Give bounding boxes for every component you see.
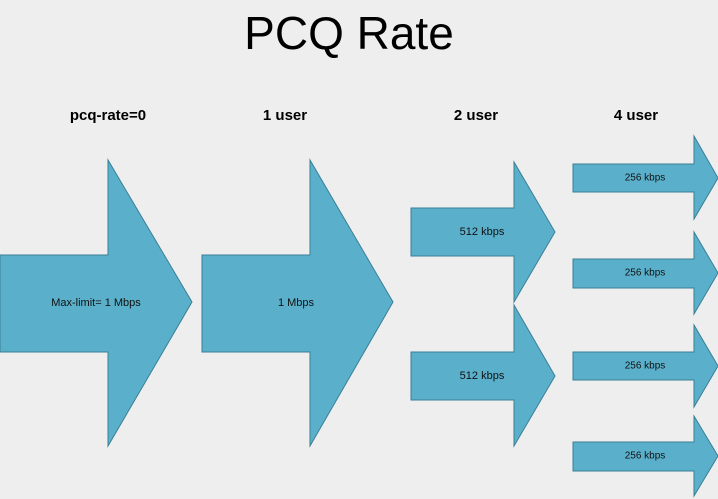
arrow-label: 256 kbps — [625, 361, 666, 372]
arrow-label: 512 kbps — [460, 226, 505, 238]
arrow-4-user-1: 256 kbps — [572, 134, 718, 221]
arrow-shape — [572, 323, 718, 409]
page-title: PCQ Rate — [244, 7, 454, 59]
arrow-label: Max-limit= 1 Mbps — [51, 297, 141, 309]
arrow-label: 256 kbps — [625, 451, 666, 462]
arrow-label: 256 kbps — [625, 268, 666, 279]
arrow-shape — [201, 158, 394, 448]
arrow-shape — [572, 230, 718, 316]
arrow-label: 1 Mbps — [278, 297, 315, 309]
arrow-4-user-2: 256 kbps — [572, 230, 718, 316]
arrow-max-limit: Max-limit= 1 Mbps — [0, 158, 193, 448]
arrow-shape — [572, 414, 718, 498]
arrow-2-user-2: 512 kbps — [410, 303, 556, 448]
arrow-label: 256 kbps — [625, 173, 666, 184]
arrow-1-user: 1 Mbps — [201, 158, 394, 448]
arrow-2-user-1: 512 kbps — [410, 160, 556, 304]
column-header-2-user: 2 user — [453, 107, 499, 124]
column-header-pcq-rate: pcq-rate=0 — [69, 107, 147, 124]
column-header-4-user: 4 user — [613, 107, 659, 124]
arrow-shape — [572, 134, 718, 221]
column-header-1-user: 1 user — [262, 107, 308, 124]
arrow-label: 512 kbps — [460, 370, 505, 382]
arrow-shape — [0, 158, 193, 448]
arrow-shape — [410, 303, 556, 448]
arrow-4-user-4: 256 kbps — [572, 414, 718, 498]
arrow-4-user-3: 256 kbps — [572, 323, 718, 409]
arrow-shape — [410, 160, 556, 304]
